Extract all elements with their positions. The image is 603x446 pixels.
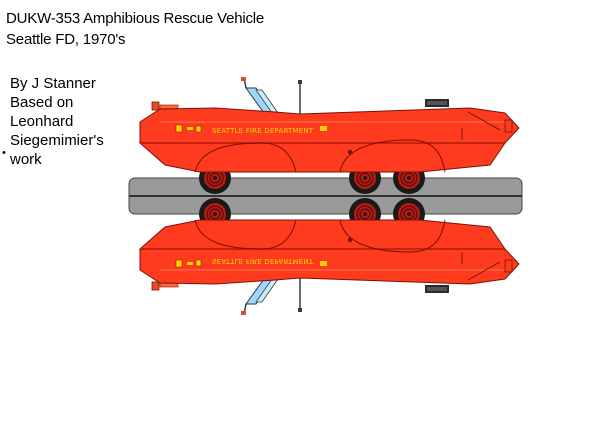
bullet-dot: • bbox=[2, 147, 6, 159]
title-line-1: DUKW-353 Amphibious Rescue Vehicle bbox=[6, 10, 265, 27]
author-credits: By J Stanner Based on Leonhard Siegemimi… bbox=[10, 74, 104, 169]
door-lettering-top: SEATTLE FIRE DEPARTMENT bbox=[212, 127, 314, 135]
drawing-title: DUKW-353 Amphibious Rescue Vehicle Seatt… bbox=[6, 8, 264, 50]
credit-line-4: Siegemimier's bbox=[10, 132, 104, 149]
credit-line-2: Based on bbox=[10, 94, 74, 111]
dukw-bottom: SEATTLE FIRE DEPARTMENT bbox=[139, 197, 520, 316]
credit-line-1: By J Stanner bbox=[10, 75, 96, 92]
door-lettering-bottom: SEATTLE FIRE DEPARTMENT bbox=[212, 257, 314, 265]
title-line-2: Seattle FD, 1970's bbox=[6, 31, 126, 48]
credit-line-5: work bbox=[10, 151, 42, 168]
dukw-top: SEATTLE FIRE DEPARTMENT bbox=[139, 76, 520, 195]
credit-line-3: Leonhard bbox=[10, 113, 74, 130]
